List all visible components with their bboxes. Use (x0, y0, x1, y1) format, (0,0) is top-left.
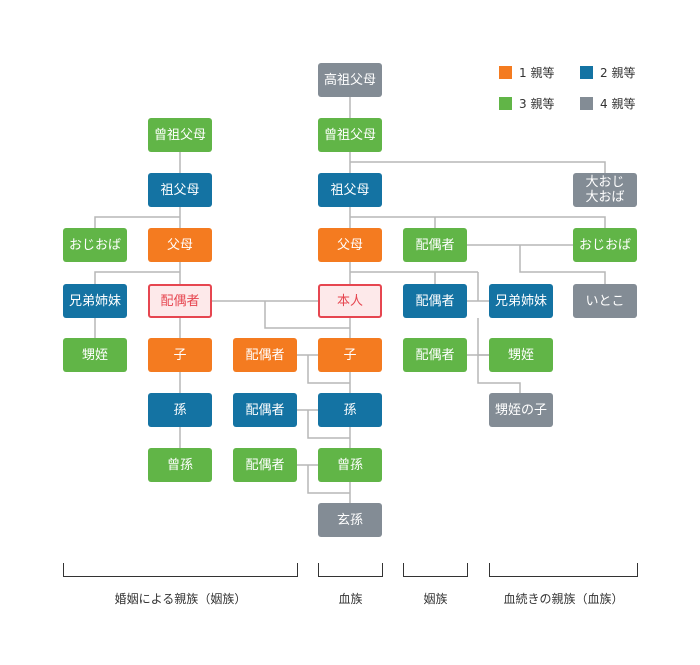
node-child: 子 (318, 338, 382, 372)
node-great-grandchild: 曾孫 (318, 448, 382, 482)
node-nephew-niece-spouse: 配偶者 (403, 338, 467, 372)
node-spouse-uncle-aunt: おじおば (63, 228, 127, 262)
node-uncle-aunt: おじおば (573, 228, 637, 262)
node-spouse-child: 子 (148, 338, 212, 372)
node-grandchild: 孫 (318, 393, 382, 427)
node-spouse-parents: 父母 (148, 228, 212, 262)
node-spouse-grandparents: 祖父母 (148, 173, 212, 207)
group-label-in-laws-right: 姻族 (423, 592, 448, 606)
node-spouse-nephew-niece: 甥姪 (63, 338, 127, 372)
node-spouse-great-grandparents: 曾祖父母 (148, 118, 212, 152)
node-great-grandparents: 曾祖父母 (318, 118, 382, 152)
group-label-in-laws: 婚姻による親族（姻族） (114, 592, 247, 606)
node-spouse-grandchild: 孫 (148, 393, 212, 427)
node-great-uncle-aunt: 大おじ 大おば (573, 173, 637, 207)
node-parents: 父母 (318, 228, 382, 262)
group-label-blood: 血族 (338, 592, 363, 606)
legend-label: 3 親等 (519, 97, 555, 111)
node-great-great-grandchild: 玄孫 (318, 503, 382, 537)
node-spouse-siblings: 兄弟姉妹 (63, 284, 127, 318)
group-bracket-in-laws-right (403, 563, 468, 577)
group-bracket-in-laws (63, 563, 298, 577)
node-grandparents: 祖父母 (318, 173, 382, 207)
legend-swatch (499, 97, 512, 110)
node-grand-nephew-niece: 甥姪の子 (489, 393, 553, 427)
node-self: 本人 (318, 284, 382, 318)
node-great-great-grandparents: 高祖父母 (318, 63, 382, 97)
node-child-spouse: 配偶者 (233, 338, 297, 372)
group-label-blood-relatives: 血続きの親族（血族） (503, 592, 624, 606)
group-bracket-blood-relatives (489, 563, 638, 577)
node-great-grandchild-spouse: 配偶者 (233, 448, 297, 482)
node-cousin: いとこ (573, 284, 637, 318)
legend-swatch (580, 66, 593, 79)
legend-label: 1 親等 (519, 66, 555, 80)
node-siblings: 兄弟姉妹 (489, 284, 553, 318)
node-nephew-niece: 甥姪 (489, 338, 553, 372)
legend-label: 2 親等 (600, 66, 636, 80)
legend-item-degree1: 1 親等 (499, 64, 554, 81)
node-grandchild-spouse: 配偶者 (233, 393, 297, 427)
legend-swatch (499, 66, 512, 79)
legend-item-degree2: 2 親等 (580, 64, 635, 81)
node-sibling-spouse: 配偶者 (403, 284, 467, 318)
node-uncle-aunt-spouse: 配偶者 (403, 228, 467, 262)
legend-label: 4 親等 (600, 97, 636, 111)
legend-swatch (580, 97, 593, 110)
legend-item-degree3: 3 親等 (499, 95, 554, 112)
group-bracket-blood (318, 563, 383, 577)
node-spouse-great-grandchild: 曾孫 (148, 448, 212, 482)
legend-item-degree4: 4 親等 (580, 95, 635, 112)
node-spouse: 配偶者 (148, 284, 212, 318)
